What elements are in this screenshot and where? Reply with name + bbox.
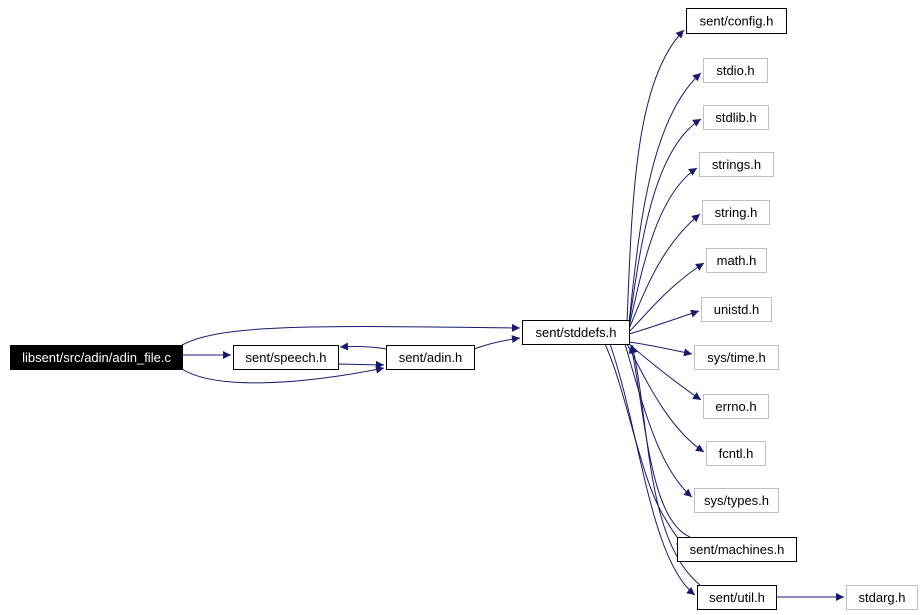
node-box-stdlib [703,105,769,130]
edge-stddefs-to-unistd [628,309,700,335]
node-label-stdlib: stdlib.h [715,110,756,125]
edge-machines-to-stddefs [628,344,691,538]
node-box-stddefs [522,320,630,345]
node-box-string [702,200,770,225]
node-systypes: sys/types.h [694,488,779,513]
node-box-systypes [694,488,779,513]
node-label-string: string.h [715,205,758,220]
node-box-fcntl [706,441,766,466]
node-label-util: sent/util.h [709,590,765,605]
node-label-stdio: stdio.h [716,63,754,78]
node-speech[interactable]: sent/speech.h [233,345,339,370]
node-label-unistd: unistd.h [714,302,760,317]
node-label-systime: sys/time.h [707,350,766,365]
node-errno: errno.h [703,394,769,419]
edges-layer [181,29,844,601]
edge-stddefs-to-config [626,29,685,323]
node-box-strings [699,152,774,177]
edge-stddefs-to-util [609,343,696,596]
node-unistd: unistd.h [701,297,772,322]
node-adin_file[interactable]: libsent/src/adin/adin_file.c [10,345,183,370]
edge-stddefs-to-string [628,213,701,330]
node-label-config: sent/config.h [700,14,774,29]
node-box-util [697,585,777,610]
node-stddefs[interactable]: sent/stddefs.h [522,320,630,345]
node-box-machines [677,537,797,562]
edge-stddefs-to-stdlib [628,118,702,326]
node-box-adin [386,345,475,370]
node-util[interactable]: sent/util.h [697,585,777,610]
edge-stddefs-to-strings [628,167,698,328]
edge-adin-to-speech [339,342,387,351]
node-box-errno [703,394,769,419]
node-config[interactable]: sent/config.h [686,8,787,34]
node-label-systypes: sys/types.h [704,493,769,508]
edge-stddefs-to-stdio [628,72,702,324]
node-systime: sys/time.h [694,345,779,370]
edge-stddefs-to-systime [628,341,693,357]
node-stdarg: stdarg.h [846,585,918,610]
edge-adin-to-stddefs [473,335,521,350]
node-strings: strings.h [699,152,774,177]
node-label-errno: errno.h [715,399,756,414]
node-box-config [686,8,787,34]
node-adin[interactable]: sent/adin.h [386,345,475,370]
edge-stddefs-to-machines [604,343,686,546]
node-stdio: stdio.h [703,58,768,83]
node-label-adin: sent/adin.h [399,350,463,365]
node-stdlib: stdlib.h [703,105,769,130]
node-box-systime [694,345,779,370]
nodes-layer: libsent/src/adin/adin_file.c sent/speech.… [10,8,918,610]
node-box-stdarg [846,585,918,610]
node-box-stdio [703,58,768,83]
node-fcntl: fcntl.h [706,441,766,466]
node-math: math.h [706,248,767,273]
edge-stddefs-to-fcntl [626,343,705,453]
edge-adin_file-to-stddefs [181,323,521,346]
node-box-math [706,248,767,273]
node-label-stdarg: stdarg.h [859,590,906,605]
node-box-adin_file [10,345,183,370]
node-label-fcntl: fcntl.h [719,446,754,461]
node-box-speech [233,345,339,370]
node-machines[interactable]: sent/machines.h [677,537,797,562]
node-box-unistd [701,297,772,322]
node-string: string.h [702,200,770,225]
node-label-machines: sent/machines.h [690,542,785,557]
node-label-adin_file: libsent/src/adin/adin_file.c [22,350,171,365]
node-label-stddefs: sent/stddefs.h [536,325,617,340]
edge-stddefs-to-math [628,262,705,333]
node-label-math: math.h [717,253,757,268]
edge-adin_file-to-adin [181,365,385,384]
edge-speech-to-adin [337,360,385,369]
node-label-strings: strings.h [712,157,761,172]
edge-util-to-stddefs [629,344,701,586]
node-label-speech: sent/speech.h [246,350,327,365]
edge-stddefs-to-systypes [624,343,693,498]
